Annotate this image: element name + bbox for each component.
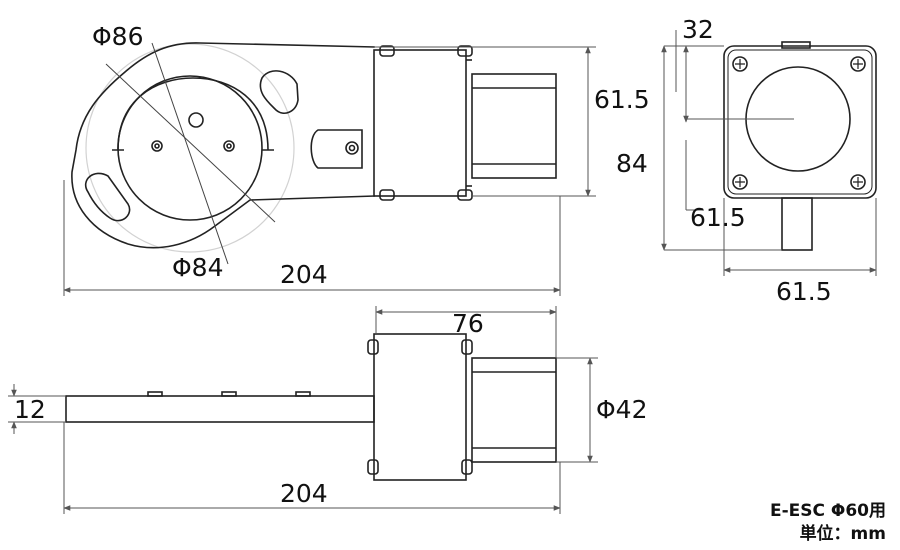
- dim-top-width: 204: [280, 260, 328, 289]
- dim-top-height: 61.5: [594, 85, 650, 114]
- screw-right-inner: [226, 143, 232, 149]
- front-plate: [65, 395, 375, 423]
- front-view: [65, 333, 557, 481]
- dim-61-5-left: 61.5: [690, 203, 746, 232]
- dim-61-5-bottom: 61.5: [776, 277, 832, 306]
- end-tab: [781, 41, 811, 49]
- model-title: E-ESC Φ60用: [769, 501, 886, 521]
- slot-lower: [84, 172, 131, 222]
- dim-phi42: Φ42: [596, 395, 648, 424]
- dim-84: 84: [616, 149, 648, 178]
- motor-cylinder: [471, 73, 557, 179]
- slot-upper: [259, 70, 299, 114]
- screw-left-inner: [154, 143, 160, 149]
- dim-12: 12: [14, 395, 46, 424]
- screw-right: [223, 140, 235, 152]
- bracket-plate: [71, 42, 376, 249]
- hole-top: [188, 112, 204, 128]
- front-cylinder: [471, 357, 557, 463]
- unit-note: 単位：mm: [799, 524, 886, 544]
- dim-bottom-width: 204: [280, 479, 328, 508]
- screw-left: [151, 140, 163, 152]
- top-view-dimensions: [63, 46, 596, 296]
- dim-76: 76: [452, 309, 484, 338]
- guide-circle: [85, 43, 295, 253]
- dim-phi84: Φ84: [172, 253, 224, 282]
- clamp-arc: [117, 77, 269, 151]
- dim-32: 32: [682, 15, 714, 44]
- end-view: [723, 41, 877, 251]
- latch: [310, 129, 363, 169]
- front-view-dimensions: [8, 306, 598, 514]
- dim-phi86: Φ86: [92, 22, 144, 51]
- end-view-dimensions: [661, 30, 877, 276]
- top-view: [71, 42, 557, 265]
- front-housing: [373, 333, 467, 481]
- end-shaft: [781, 197, 813, 251]
- housing-body: [373, 49, 467, 197]
